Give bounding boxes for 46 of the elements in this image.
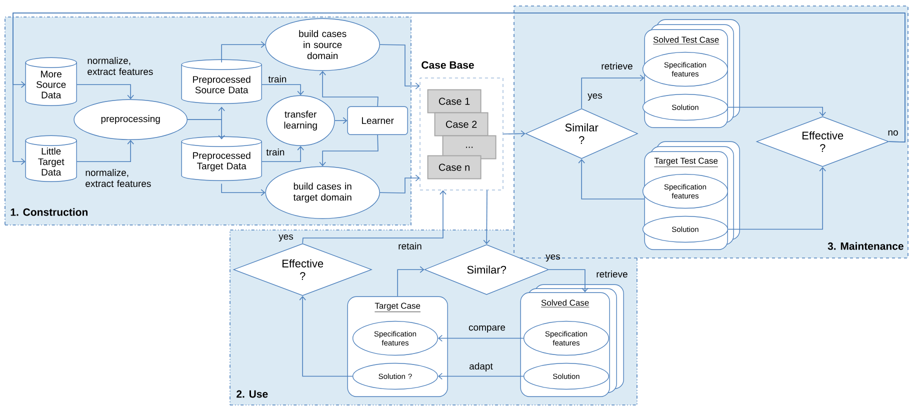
edge-label: train	[266, 148, 284, 156]
edge-label: normalize, extract features	[86, 169, 151, 187]
arrow	[438, 334, 524, 342]
edge-label: normalize, extract features	[88, 57, 153, 75]
arrow	[397, 266, 424, 297]
branch-label: yes	[588, 93, 602, 101]
node-label: Case Base	[422, 61, 474, 69]
case-card: ...	[442, 135, 496, 160]
edge-label: retain	[398, 242, 422, 250]
arrow	[438, 372, 524, 380]
arrow	[380, 174, 420, 194]
arrow	[483, 190, 490, 244]
arrow	[221, 41, 266, 63]
data-cylinder: Preprocessed Source Data	[181, 59, 262, 104]
arrow	[299, 296, 353, 377]
data-cylinder: Little Target Data	[25, 135, 77, 182]
edge-label: retrieve	[596, 270, 628, 278]
case-card: Case n	[427, 155, 482, 180]
arrow	[76, 84, 134, 100]
arrow	[302, 190, 446, 244]
case-card: Case 1	[427, 89, 482, 114]
edge-label: no	[888, 130, 898, 136]
arrow	[334, 117, 348, 124]
branch-label: yes	[278, 234, 294, 242]
arrow	[728, 106, 826, 116]
learner-box: Learner	[347, 106, 408, 135]
data-cylinder: Preprocessed Target Data	[181, 136, 262, 181]
arrow	[728, 166, 826, 230]
arrow	[221, 183, 266, 196]
arrow	[578, 158, 645, 200]
arrow	[76, 140, 134, 162]
arrow	[261, 146, 304, 162]
arrow	[548, 269, 588, 292]
data-cylinder: More Source Data	[25, 57, 77, 106]
arrow	[261, 84, 304, 96]
edge-label: train	[268, 76, 286, 82]
arrow	[380, 44, 420, 90]
edge-label: compare	[468, 325, 506, 333]
arrow	[319, 70, 378, 107]
case-card: Case 2	[434, 112, 488, 136]
arrow	[581, 74, 644, 109]
arrow	[187, 119, 225, 140]
arrow	[319, 134, 378, 166]
edge-label: retrieve	[602, 62, 632, 70]
arrow	[502, 130, 526, 138]
edge-label: adapt	[470, 362, 493, 372]
